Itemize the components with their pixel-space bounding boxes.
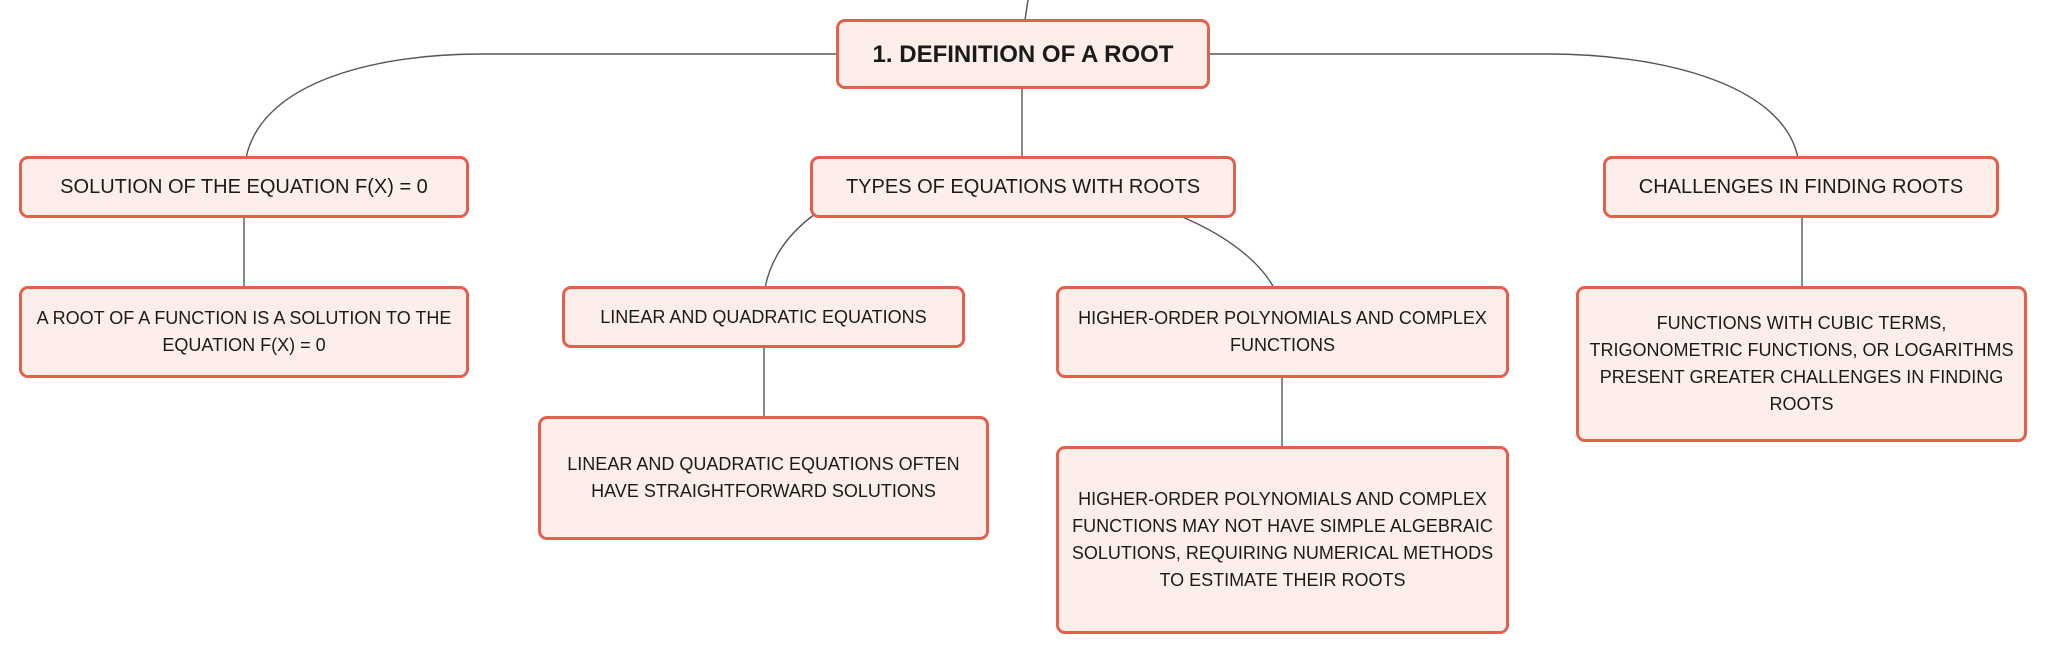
node-solution-of-equation[interactable]: SOLUTION OF THE EQUATION F(X) = 0 — [19, 156, 469, 218]
node-challenges-in-finding-roots[interactable]: CHALLENGES IN FINDING ROOTS — [1603, 156, 1999, 218]
connector-root-to-challenges — [1208, 53, 1799, 159]
node-linear-and-quadratic[interactable]: LINEAR AND QUADRATIC EQUATIONS — [562, 286, 965, 348]
connector-types-to-higher-order — [1179, 215, 1275, 289]
node-root-definition-detail[interactable]: A ROOT OF A FUNCTION IS A SOLUTION TO TH… — [19, 286, 469, 378]
node-linear-and-quadratic-label: LINEAR AND QUADRATIC EQUATIONS — [600, 306, 927, 327]
root-node[interactable]: 1. DEFINITION OF A ROOT — [836, 19, 1210, 89]
root-node-label: 1. DEFINITION OF A ROOT — [872, 40, 1174, 68]
connector-types-to-linear — [764, 213, 816, 289]
node-challenges-detail[interactable]: FUNCTIONS WITH CUBIC TERMS, TRIGONOMETRI… — [1576, 286, 2027, 442]
node-solution-of-equation-label: SOLUTION OF THE EQUATION F(X) = 0 — [60, 175, 428, 198]
node-higher-order-polynomials[interactable]: HIGHER-ORDER POLYNOMIALS AND COMPLEX FUN… — [1056, 286, 1509, 378]
node-challenges-label: CHALLENGES IN FINDING ROOTS — [1638, 175, 1964, 198]
node-higher-order-detail-text: HIGHER-ORDER POLYNOMIALS AND COMPLEX FUN… — [1071, 489, 1494, 590]
node-root-definition-detail-text: A ROOT OF A FUNCTION IS A SOLUTION TO TH… — [36, 308, 452, 355]
node-higher-order-polynomials-label: HIGHER-ORDER POLYNOMIALS AND COMPLEX FUN… — [1078, 308, 1487, 355]
node-types-of-equations[interactable]: TYPES OF EQUATIONS WITH ROOTS — [810, 156, 1236, 218]
node-linear-and-quadratic-detail-text: LINEAR AND QUADRATIC EQUATIONS OFTEN HAV… — [567, 454, 960, 501]
node-higher-order-detail[interactable]: HIGHER-ORDER POLYNOMIALS AND COMPLEX FUN… — [1056, 446, 1509, 634]
node-challenges-detail-text: FUNCTIONS WITH CUBIC TERMS, TRIGONOMETRI… — [1589, 313, 2014, 414]
connector-root-to-solution — [245, 53, 838, 159]
connector-root-incoming — [1024, 0, 1029, 21]
node-linear-and-quadratic-detail[interactable]: LINEAR AND QUADRATIC EQUATIONS OFTEN HAV… — [538, 416, 989, 540]
node-types-of-equations-label: TYPES OF EQUATIONS WITH ROOTS — [845, 175, 1201, 198]
